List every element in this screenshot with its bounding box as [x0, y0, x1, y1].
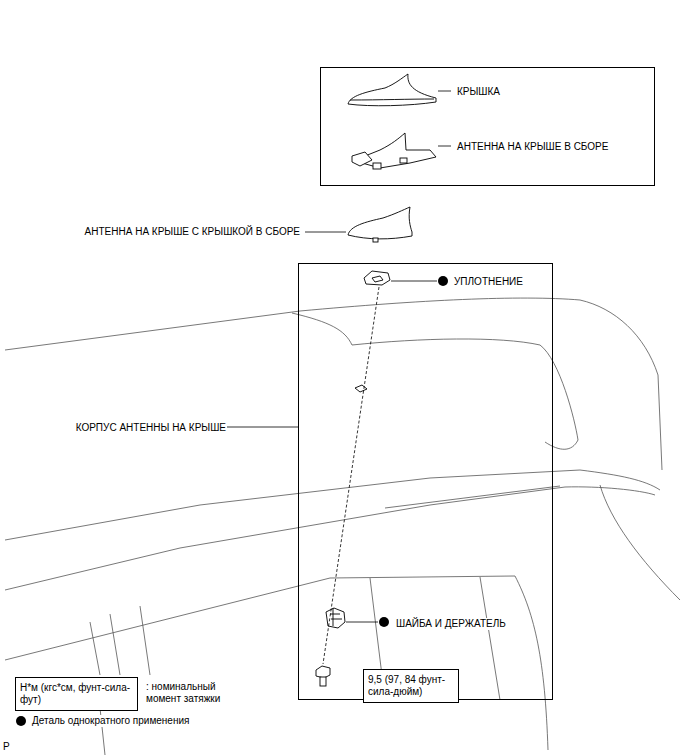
part-name: КОРПУС АНТЕННЫ НА КРЫШЕ	[75, 422, 227, 434]
part-name: КРЫШКА	[456, 86, 501, 98]
parts-box: КРЫШКА АНТЕННА НА КРЫШЕ В СБОРЕ	[320, 67, 655, 186]
torque-value: 9,5 (97, 84 фунт-сила-дюйм)	[367, 674, 457, 698]
cover	[348, 74, 436, 106]
bolt-head	[316, 666, 330, 678]
leader-line	[226, 427, 298, 428]
antenna-with-cover	[348, 207, 412, 239]
door-line	[110, 614, 120, 675]
antenna-base	[352, 152, 372, 166]
door-line	[5, 576, 548, 750]
cover-edge	[350, 99, 434, 100]
part-name: ШАЙБА И ДЕРЖАТЕЛЬ	[395, 618, 507, 630]
roof-rail	[5, 470, 660, 540]
unit-label: Н*м (кгс*см, фунт-сила-фут)	[19, 682, 136, 706]
pillar	[600, 485, 680, 600]
leader-line	[391, 281, 437, 282]
door-line	[90, 622, 100, 675]
washer-holder-detail	[330, 608, 342, 626]
single-use-mark	[438, 276, 448, 286]
legend-swatch	[16, 716, 26, 726]
seal	[364, 271, 390, 285]
door-line	[480, 577, 500, 700]
hole-marker	[355, 385, 367, 392]
assembly-line	[323, 287, 379, 664]
antenna-connector	[400, 158, 407, 163]
leader-line	[305, 232, 346, 233]
page-mark: P	[2, 741, 11, 753]
bolt-shank	[320, 677, 326, 686]
rear-window	[292, 313, 578, 449]
torque-box: 9,5 (97, 84 фунт-сила-дюйм)	[363, 669, 459, 703]
window-edge	[5, 487, 655, 590]
legend-text: Деталь однократного применения	[31, 715, 190, 727]
leader-lines	[226, 91, 451, 664]
roof-line	[5, 298, 662, 470]
body-box: КОРПУС АНТЕННЫ НА КРЫШЕУПЛОТНЕНИЕШАЙБА И…	[298, 263, 553, 700]
legend-text: : номинальный момент затяжки	[145, 681, 235, 705]
parts	[316, 74, 436, 686]
leader-line	[438, 146, 451, 147]
part-name: УПЛОТНЕНИЕ	[453, 276, 524, 288]
leader-line	[346, 622, 378, 623]
part-name: АНТЕННА НА КРЫШЕ В СБОРЕ	[456, 141, 609, 153]
antenna-assembly	[360, 133, 436, 168]
part-name: АНТЕННА НА КРЫШЕ С КРЫШКОЙ В СБОРЕ	[84, 226, 301, 238]
torque-legend-box: Н*м (кгс*см, фунт-сила-фут)	[15, 677, 138, 711]
single-use-mark	[379, 617, 389, 627]
door-line	[140, 606, 150, 675]
car-body	[5, 298, 680, 755]
antenna-connector	[373, 163, 381, 169]
seal-hole	[372, 276, 383, 282]
antenna-stem	[373, 238, 378, 242]
rail-line	[385, 486, 560, 508]
leader-line	[438, 91, 451, 92]
